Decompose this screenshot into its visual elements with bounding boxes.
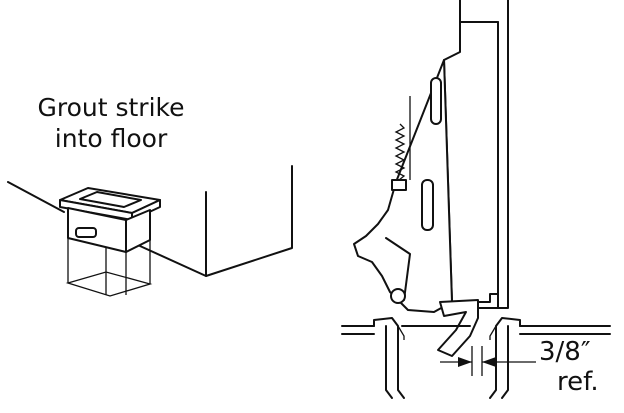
- strike-inner-lip: [397, 325, 497, 340]
- latch-section-view: [341, 0, 611, 399]
- strike-box: [59, 187, 161, 253]
- floor-pocket: [65, 238, 153, 297]
- upper-slot: [430, 77, 442, 125]
- strike-opening: [79, 191, 142, 208]
- dimension-marks: [440, 346, 536, 376]
- strike-left-wall: [373, 317, 405, 399]
- strike-anchor-tab: [75, 227, 97, 238]
- latch-mount-plate: [443, 21, 499, 303]
- pocket-projection-lines: [67, 238, 151, 295]
- door-edge-line: [471, 0, 509, 309]
- pivot-hole: [390, 288, 406, 304]
- strike-right-wall: [489, 317, 521, 399]
- dimension-arrow-left: [458, 357, 472, 367]
- return-spring: [394, 123, 406, 181]
- dimension-arrow-right: [482, 357, 496, 367]
- latch-bolt: [437, 299, 479, 357]
- gap-dimension-value: 3/8″: [539, 337, 591, 367]
- pocket-outline: [65, 271, 153, 297]
- lower-slot: [421, 179, 434, 231]
- bracket-contour: [385, 237, 411, 301]
- strike-caption-line-2: into floor: [54, 124, 168, 153]
- gap-dimension-note: ref.: [557, 367, 599, 397]
- strike-floor-view: [7, 165, 293, 297]
- strike-caption-line-1: Grout strike: [37, 93, 185, 122]
- strike-caption: Grout strike into floor: [20, 92, 202, 154]
- floor-edge-line: [7, 165, 293, 277]
- spring-hook: [391, 179, 407, 191]
